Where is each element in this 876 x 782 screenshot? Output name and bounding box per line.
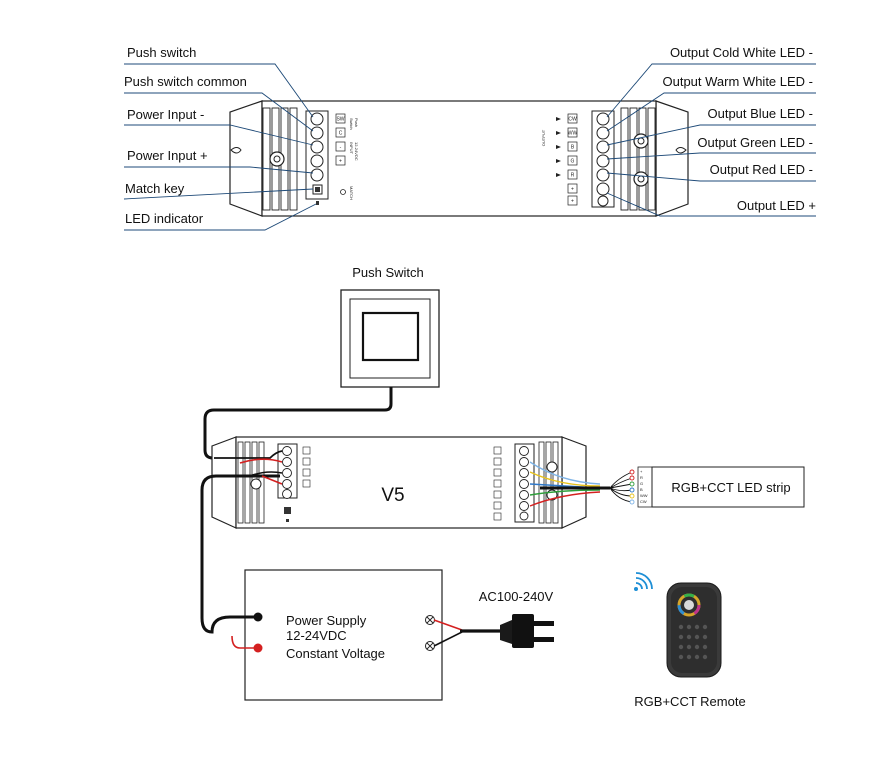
label-output-green: Output Green LED - bbox=[697, 135, 813, 150]
left-labels: Push switch Push switch common Power Inp… bbox=[123, 45, 317, 231]
match-text: MATCH bbox=[349, 186, 354, 200]
label-power-input-plus: Power Input + bbox=[127, 148, 208, 163]
remote-label: RGB+CCT Remote bbox=[634, 694, 745, 709]
output-mark-g: G bbox=[571, 159, 575, 165]
output-mark-r: R bbox=[571, 173, 575, 179]
label-output-plus: Output LED + bbox=[737, 198, 816, 213]
top-controller: SW C - + Switch Push INPUT 12-24VDC MATC… bbox=[229, 100, 689, 217]
label-output-ww: Output Warm White LED - bbox=[663, 74, 814, 89]
controller-model: V5 bbox=[381, 485, 404, 506]
strip-pin-g: G bbox=[640, 481, 643, 486]
label-power-input-minus: Power Input - bbox=[127, 107, 204, 122]
rgbcct-remote: RGB+CCT Remote bbox=[634, 572, 746, 709]
output-mark-ww: WW bbox=[568, 131, 578, 137]
ac-label: AC100-240V bbox=[479, 589, 554, 604]
strip-label: RGB+CCT LED strip bbox=[671, 480, 790, 495]
push-switch-label: Push Switch bbox=[352, 265, 424, 280]
ps-line-3: Constant Voltage bbox=[286, 646, 385, 661]
wireless-signal-icon bbox=[634, 572, 653, 591]
input-mark-sw: SW bbox=[336, 117, 344, 123]
power-supply: Power Supply 12-24VDC Constant Voltage bbox=[244, 569, 443, 701]
output-mark-cw: CW bbox=[568, 117, 577, 123]
ac-plug-icon bbox=[500, 614, 554, 648]
output-mark-plus: + bbox=[571, 187, 574, 193]
input-mark-c: C bbox=[339, 131, 343, 137]
label-led-indicator: LED indicator bbox=[125, 211, 204, 226]
ps-line-1: Power Supply bbox=[286, 613, 367, 628]
input-mark-minus: - bbox=[340, 145, 342, 151]
right-labels: Output Cold White LED - Output Warm Whit… bbox=[606, 45, 816, 217]
strip-pin-r: R bbox=[640, 475, 643, 480]
output-mark-b: B bbox=[571, 145, 575, 151]
strip-pin-ww: WW bbox=[640, 493, 648, 498]
output-mark-plus-2: + bbox=[571, 199, 574, 205]
label-output-cw: Output Cold White LED - bbox=[670, 45, 813, 60]
rgbcct-strip: + R G B WW CW RGB+CCT LED strip bbox=[529, 461, 805, 508]
input-text-input: INPUT bbox=[349, 142, 354, 155]
strip-pin-plus: + bbox=[640, 469, 643, 474]
label-match-key: Match key bbox=[125, 181, 185, 196]
label-push-switch: Push switch bbox=[127, 45, 196, 60]
input-text-switch: Switch bbox=[349, 118, 354, 130]
push-switch: Push Switch bbox=[203, 265, 440, 460]
strip-pin-b: B bbox=[640, 487, 643, 492]
label-output-red: Output Red LED - bbox=[710, 162, 813, 177]
label-output-blue: Output Blue LED - bbox=[708, 106, 814, 121]
output-block-label: OUTPUT bbox=[541, 129, 546, 146]
label-push-switch-common: Push switch common bbox=[124, 74, 247, 89]
input-mark-plus: + bbox=[339, 159, 342, 165]
strip-pin-cw: CW bbox=[640, 499, 647, 504]
v5-controller: V5 bbox=[211, 436, 587, 529]
input-text-push: Push bbox=[354, 118, 359, 127]
input-text-voltage: 12-24VDC bbox=[354, 142, 359, 161]
ps-line-2: 12-24VDC bbox=[286, 628, 347, 643]
